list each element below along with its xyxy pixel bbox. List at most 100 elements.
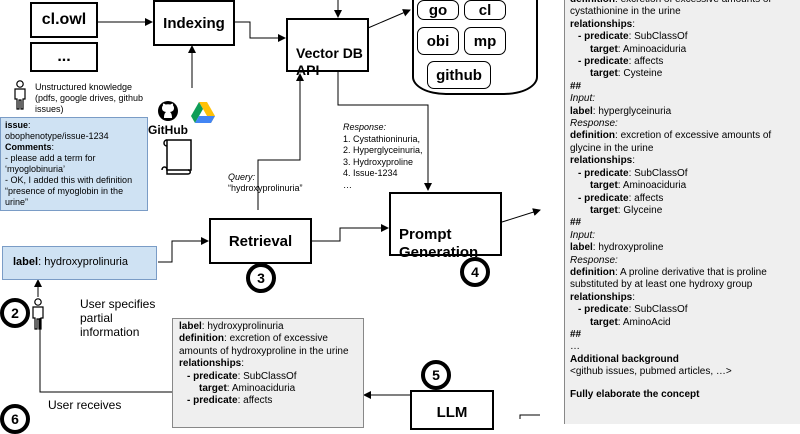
panel-additional-background: Additional background [570,353,679,365]
panel-ex3-label-key: label [570,242,593,254]
response-item-4: 4. Issue-1234 [343,168,398,178]
issue-comments-key: Comments [5,142,52,152]
llm-label: LLM [436,404,468,421]
issue-id-row: issue: [5,120,31,130]
panel-ex3-rel1-target-value: AminoAcid [622,316,671,328]
response-item-3: 3. Hydroxyproline [343,156,414,167]
output-rel1-target-row: target: Aminoaciduria [199,383,296,395]
output-definition-row: definition: excretion of excessive amoun… [179,333,349,357]
panel-ex2-rel1-predicate: - predicate: SubClassOf [578,167,688,179]
panel-ex1-rel1-target-value: Aminoaciduria [622,43,687,55]
panel-ex3-definition-key: definition [570,266,615,278]
prompt-panel: definition: excretion of excessive amoun… [564,0,800,424]
step-5-badge: 5 [421,360,451,390]
panel-ex2-rel2-target-value: Glyceine [623,204,663,216]
vector-db-label: Vector DB API [296,45,363,78]
scroll-document-icon [161,139,192,175]
step-4-badge: 4 [460,257,490,287]
output-card: label: hydroxyprolinuria definition: exc… [172,318,364,428]
panel-ex1-rel2-target-value: Cysteine [623,68,663,80]
panel-ex2-rel2-target-key: target [590,204,618,216]
issue-comment-1: - please add a term for ‘myoglobinuria’ [5,153,96,174]
panel-ex3-relationships-key: relationships [570,291,633,303]
response-label: Response: [343,122,387,132]
panel-ex3-rel1-target-key: target [590,316,618,328]
panel-separator-3: ## [570,328,582,340]
prompt-generation-box: Prompt Generation [389,192,502,261]
issue-key: issue [5,120,29,130]
step-2-number: 2 [11,305,19,321]
prompt-generation-label: Prompt Generation [399,226,479,261]
panel-ex2-rel2-predicate-key: - predicate [578,192,629,204]
panel-ex1-rel2-predicate-value: affects [634,56,664,68]
response-item-2: 2. Hyperglyceinuria, [343,145,423,155]
panel-ex2-relationships-key: relationships [570,155,633,167]
panel-ex1-definition-key: definition [570,0,615,5]
panel-ex2-label-value: hyperglyceinuria [598,105,672,117]
panel-ex1-relationships-row: relationships: [570,18,636,30]
partial-label-key: label [13,256,39,268]
ontology-cl: cl [464,0,506,20]
indexing-box: Indexing [153,0,235,46]
output-rel2-predicate-value: affects [243,395,273,407]
panel-ex3-label-value: hydroxyproline [598,242,664,254]
github-issue-card: issue: obophenotype/issue-1234 Comments:… [0,117,148,211]
llm-box: LLM [410,390,494,430]
response-annotation: Response: 1. Cystathioninuria, 2. Hyperg… [343,122,423,191]
output-rel1-predicate-value: SubClassOf [243,370,297,382]
github-logo-text: GitHub [148,123,188,137]
panel-ex1-rel1-predicate-value: SubClassOf [634,31,688,43]
ontology-cl-label: cl [478,1,492,19]
panel-ex2-rel2-predicate-value: affects [634,192,664,204]
step-6-number: 6 [11,411,19,427]
panel-ex1-rel2-target-key: target [590,68,618,80]
github-icon [158,101,178,121]
person-icon-knowledge [14,80,26,110]
ontology-github: github [427,61,491,89]
panel-ex1-rel1-predicate: - predicate: SubClassOf [578,31,688,43]
panel-ex1-definition-value: excretion of excessive amounts of cystat… [570,0,771,18]
partial-label-value: hydroxyprolinuria [44,256,128,268]
panel-separator-1: ## [570,80,582,92]
panel-ex2-label-row: label: hyperglyceinuria [570,105,672,117]
output-definition-key: definition [179,333,224,345]
output-rel2-predicate-key: - predicate [187,395,238,407]
panel-ex1-rel1-predicate-key: - predicate [578,31,629,43]
response-item-1: 1. Cystathioninuria, [343,133,421,144]
panel-ex2-definition-row: definition: excretion of excessive amoun… [570,130,772,154]
issue-comments-row: Comments: [5,142,55,152]
retrieval-box: Retrieval [209,218,312,264]
panel-separator-2: ## [570,217,582,229]
panel-background-content: <github issues, pubmed articles, …> [570,366,732,378]
panel-ex2-rel1-target: target: Aminoaciduria [590,180,687,192]
panel-ex3-rel1-predicate-value: SubClassOf [634,304,688,316]
panel-ex2-rel2-target: target: Glyceine [590,204,663,216]
query-annotation: Query: “hydroxyprolinuria” [228,172,303,194]
output-rel1-target-value: Aminoaciduria [231,383,296,395]
person-icon-user [32,298,44,330]
step-2-badge: 2 [0,298,30,328]
panel-ex3-input-label: Input: [570,229,596,241]
panel-ex2-relationships-row: relationships: [570,155,636,167]
panel-ex2-rel1-predicate-value: SubClassOf [634,167,688,179]
panel-ex2-rel1-target-value: Aminoaciduria [622,180,687,192]
panel-ex1-rel1-target: target: Aminoaciduria [590,43,687,55]
panel-ex3-response-label: Response: [570,254,618,266]
panel-ex3-rel1-predicate: - predicate: SubClassOf [578,304,688,316]
indexing-label: Indexing [163,14,225,32]
ontology-obi: obi [417,27,459,55]
output-relationships-row: relationships: [179,358,245,370]
ontology-go-label: go [428,1,448,19]
panel-ex3-rel1-target: target: AminoAcid [590,316,671,328]
panel-ex1-rel2-predicate-key: - predicate [578,56,629,68]
panel-ellipsis: … [570,341,580,353]
ontology-mp-label: mp [473,32,497,50]
file-name-cl-owl: cl.owl [41,11,87,28]
step-5-number: 5 [432,367,440,383]
ontology-mp: mp [464,27,506,55]
panel-ex3-definition-row: definition: A proline derivative that is… [570,266,767,291]
panel-ex2-definition-value: excretion of excessive amounts of glycin… [570,130,772,154]
partial-label-card: label: hydroxyprolinuria [2,246,157,280]
output-definition-value: excretion of excessive amounts of hydrox… [179,333,349,357]
output-rel1-target-key: target [199,383,227,395]
